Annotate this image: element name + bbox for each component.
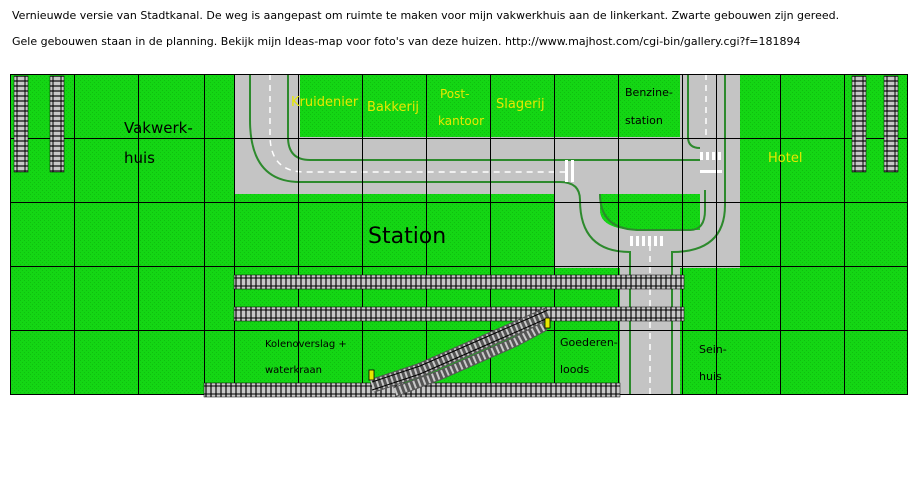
label-station: Station	[368, 224, 446, 249]
label-seinhuis-1: Sein-	[699, 343, 727, 356]
label-kolenoverslag-1: Kolenoverslag +	[265, 339, 347, 350]
label-bakkerij: Bakkerij	[367, 100, 419, 115]
caption-line-1: Vernieuwde versie van Stadtkanal. De weg…	[12, 9, 840, 22]
label-kruidenier: Kruidenier	[291, 95, 359, 110]
label-kolenoverslag-2: waterkraan	[265, 365, 322, 376]
label-goederenloods-1: Goederen-	[560, 336, 618, 349]
building-labels: Vakwerk- huis Kruidenier Bakkerij Post- …	[124, 86, 802, 383]
caption-line-2: Gele gebouwen staan in de planning. Beki…	[12, 35, 801, 48]
label-postkantoor-1: Post-	[440, 87, 469, 101]
road-network	[235, 74, 740, 394]
station-tracks	[203, 274, 685, 398]
label-hotel: Hotel	[768, 151, 802, 166]
side-tracks	[13, 75, 899, 173]
label-seinhuis-2: huis	[699, 370, 722, 383]
label-benzinestation-2: station	[625, 114, 663, 127]
label-vakwerkhuis-1: Vakwerk-	[124, 119, 193, 137]
label-postkantoor-2: kantoor	[438, 114, 484, 128]
label-goederenloods-2: loods	[560, 363, 589, 376]
label-benzinestation-1: Benzine-	[625, 86, 673, 99]
baseplate-grid	[10, 74, 908, 395]
label-vakwerkhuis-2: huis	[124, 149, 155, 167]
label-slagerij: Slagerij	[496, 97, 545, 112]
